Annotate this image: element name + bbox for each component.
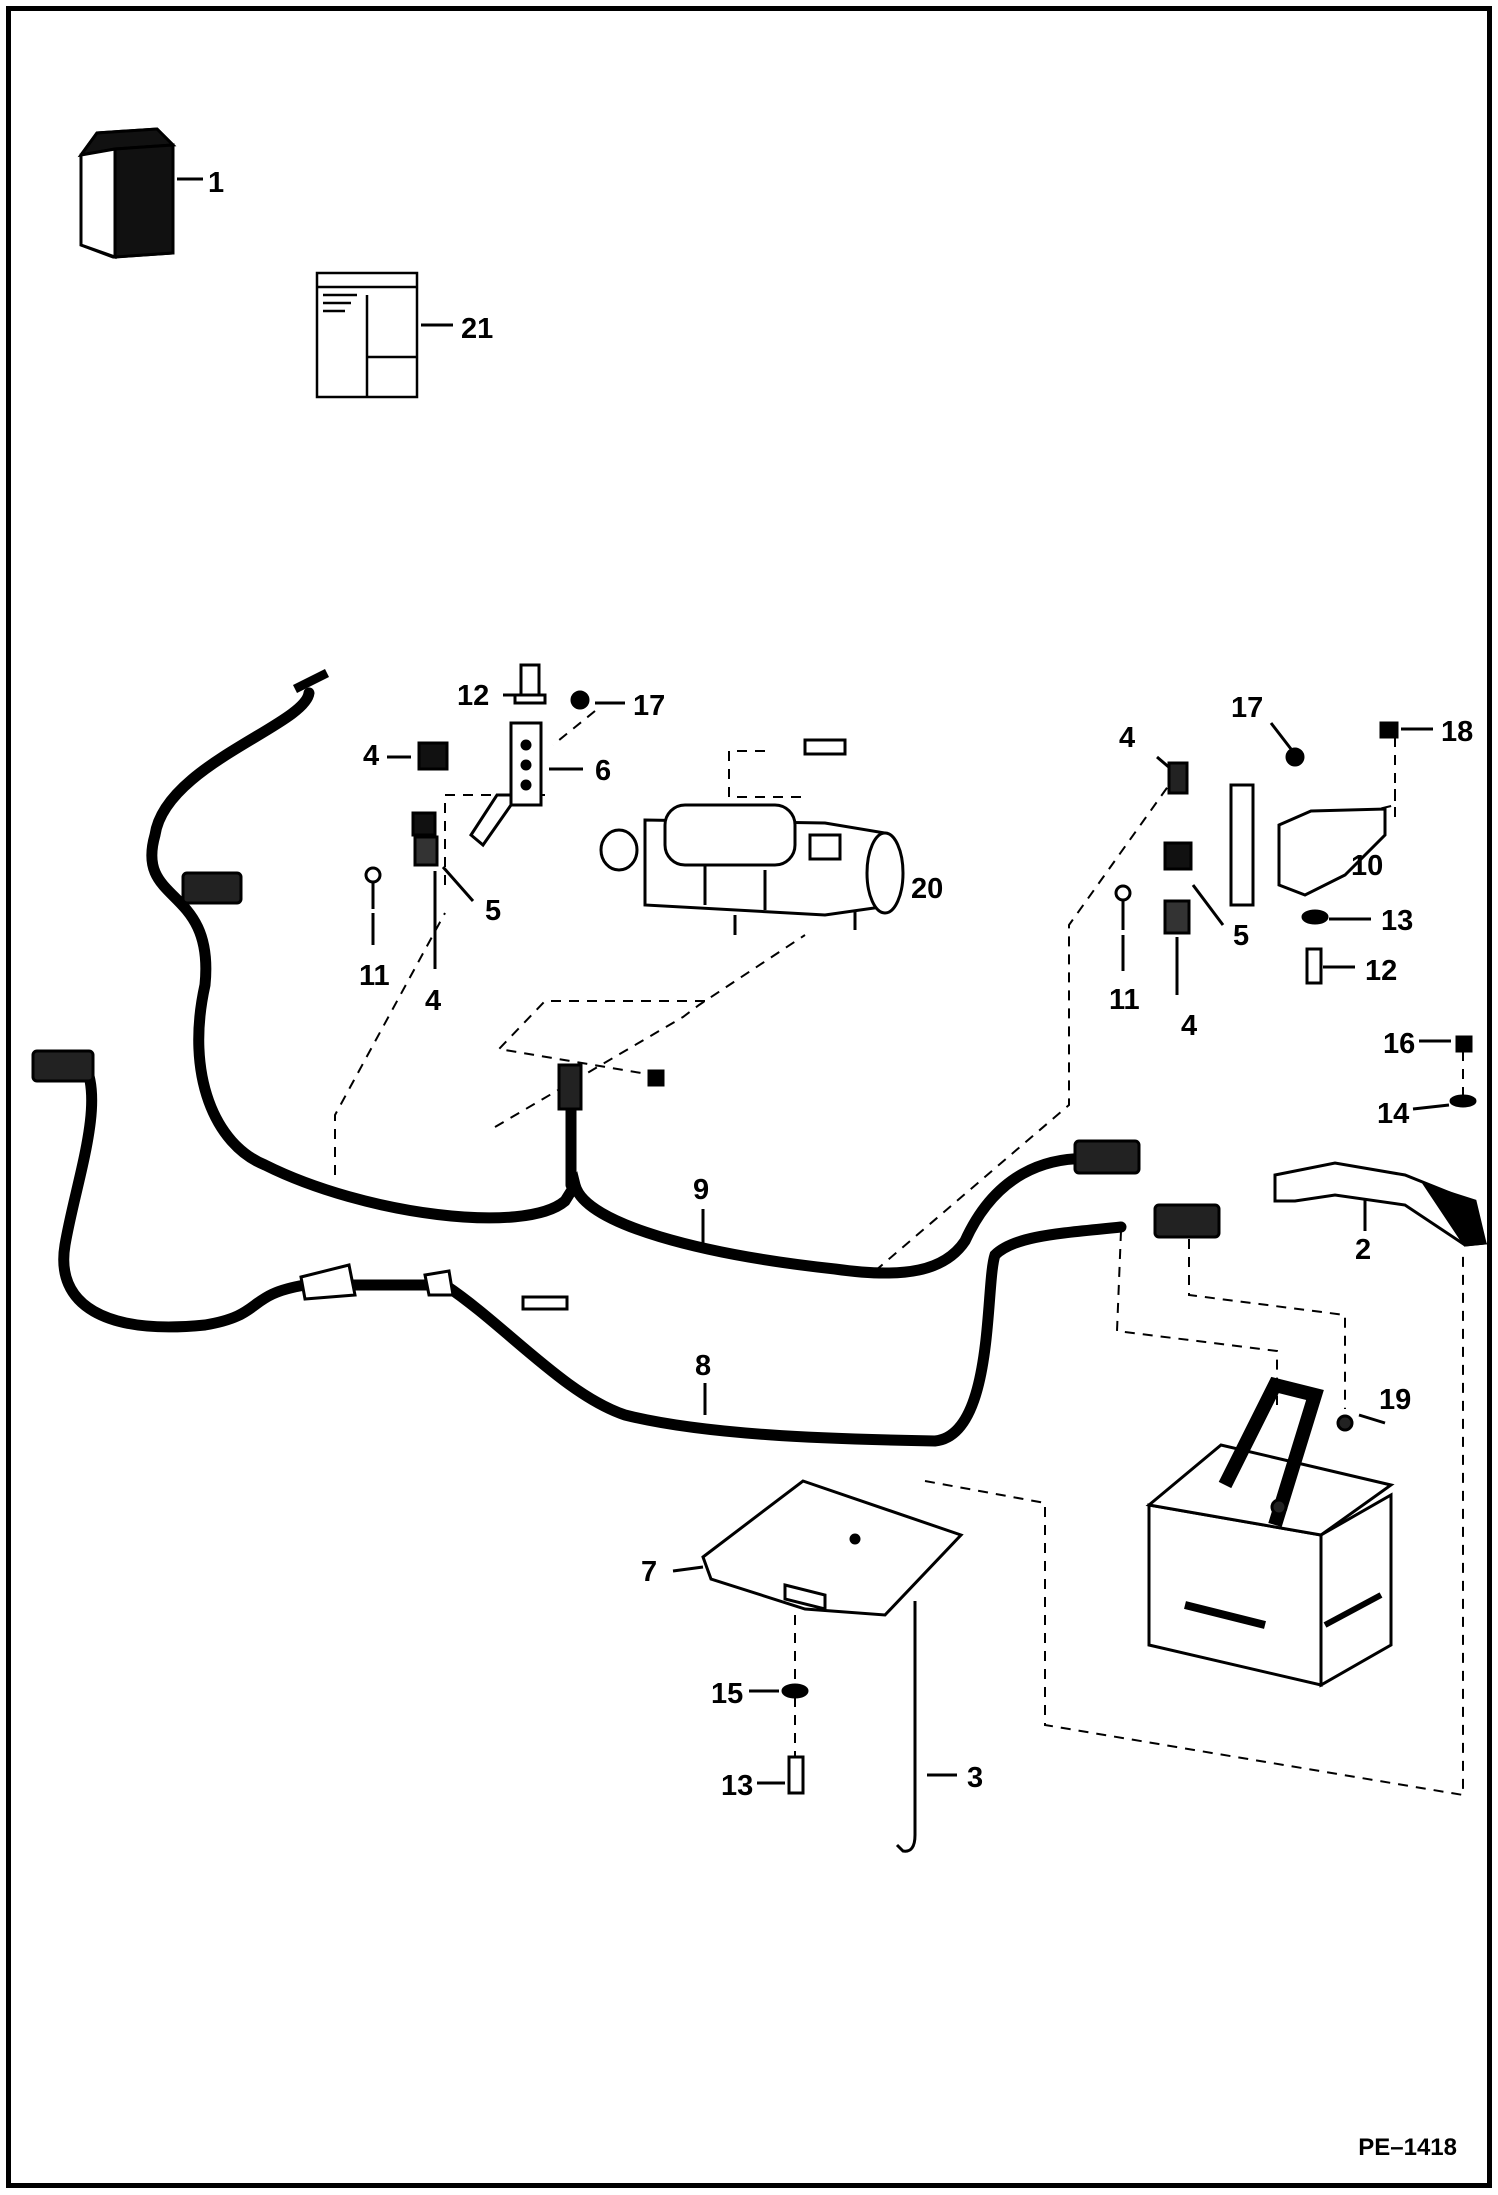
cable-8 [58, 1059, 1127, 1447]
assembly-dash-2 [728, 750, 805, 798]
part-20-starter-motor [599, 738, 905, 935]
callout-c4d: 4 [1181, 1010, 1197, 1042]
callout-c17a: 17 [633, 690, 665, 722]
callout-c15: 15 [711, 1678, 743, 1710]
part-3-jbolt [895, 1601, 917, 1853]
callout-c5b: 5 [1233, 920, 1249, 952]
callout-c12a: 12 [457, 680, 489, 712]
assembly-dash-6 [874, 784, 1170, 1272]
callout-c1: 1 [208, 167, 224, 199]
dashed-assembly-lines [334, 710, 1464, 1797]
callout-c9: 9 [693, 1174, 709, 1206]
callout-c14: 14 [1377, 1098, 1409, 1130]
leader-c5a [441, 866, 475, 902]
assembly-dash-8 [1314, 737, 1396, 826]
leader-c19 [1358, 1413, 1386, 1425]
callout-c5a: 5 [485, 895, 501, 927]
parts-diagram: 1 21 12 17 4 6 5 11 4 20 17 18 4 10 13 5 12 11 4 16 14 9 2 8 19 7… [31, 127, 1488, 2161]
left-clamp-assembly [364, 663, 590, 909]
part-21-sheet [315, 271, 419, 399]
callout-c11b: 11 [1109, 984, 1140, 1016]
callout-c4a: 4 [363, 740, 379, 772]
callout-c11a: 11 [359, 960, 390, 992]
callout-c20: 20 [911, 873, 943, 905]
callout-c3: 3 [967, 1762, 983, 1794]
cable-connectors [31, 668, 1221, 1311]
part-1-box [77, 127, 177, 260]
callout-c10: 10 [1351, 850, 1383, 882]
callout-c18: 18 [1441, 716, 1473, 748]
callout-c2: 2 [1355, 1234, 1371, 1266]
leader-c7 [672, 1565, 704, 1573]
callout-c4c: 4 [1119, 722, 1135, 754]
document-id: PE–1418 [1358, 2134, 1457, 2161]
callout-c17b: 17 [1231, 692, 1263, 724]
assembly-dash-10 [1188, 1239, 1346, 1409]
part-19-battery [1145, 1376, 1395, 1688]
diagram-frame: 1 21 12 17 4 6 5 11 4 20 17 18 4 10 13 5 12 11 4 16 14 9 2 8 19 7… [6, 6, 1492, 2188]
assembly-dash-3 [334, 912, 446, 1175]
assembly-dash-4 [494, 934, 806, 1128]
assembly-dash-9 [1115, 1230, 1278, 1405]
leader-c17b [1269, 722, 1293, 750]
assembly-dash-11 [924, 1255, 1464, 1797]
cables [58, 687, 1127, 1447]
callout-c4b: 4 [425, 985, 441, 1017]
leader-c14 [1412, 1103, 1450, 1111]
callout-c13b: 13 [721, 1770, 753, 1802]
callout-c7: 7 [641, 1556, 657, 1588]
callout-c8: 8 [695, 1350, 711, 1382]
bolt-stack [781, 1683, 809, 1795]
part-2-holddown [1273, 1161, 1488, 1247]
cable-9 [146, 687, 1103, 1279]
callout-c13a: 13 [1381, 905, 1413, 937]
callout-c6: 6 [595, 755, 611, 787]
assembly-dash-15 [552, 710, 596, 746]
callout-c12b: 12 [1365, 955, 1397, 987]
callout-c19: 19 [1379, 1384, 1411, 1416]
assembly-dash-5 [496, 1000, 705, 1076]
right-clamp-assembly [1114, 721, 1477, 1108]
part-7-tray [701, 1479, 964, 1617]
assembly-dash-1 [444, 794, 545, 885]
callout-c16: 16 [1383, 1028, 1415, 1060]
leader-c5b [1191, 884, 1225, 926]
callout-c21: 21 [461, 313, 493, 345]
